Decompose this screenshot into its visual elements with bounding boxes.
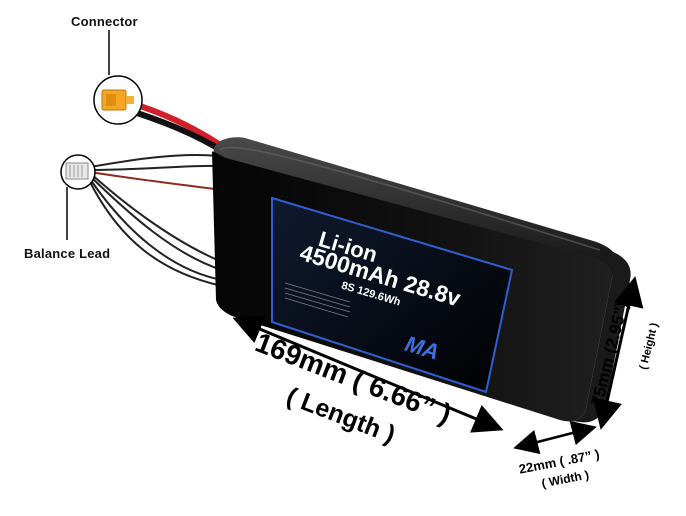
label-fine-print	[284, 282, 351, 318]
height-dimension-arrow	[592, 276, 644, 430]
height-caption-text: ( Height )	[638, 321, 661, 370]
connector-callout	[93, 30, 143, 125]
length-dimension-arrow	[232, 315, 504, 433]
main-leads	[127, 99, 226, 155]
xt-connector-icon	[101, 89, 134, 111]
width-dimension-arrow	[513, 420, 597, 455]
balance-callout	[60, 154, 96, 240]
connector-label: Connector	[71, 14, 138, 29]
balance-lead-label: Balance Lead	[24, 246, 111, 261]
balance-plug-icon	[65, 162, 89, 180]
balance-wires	[89, 153, 223, 287]
